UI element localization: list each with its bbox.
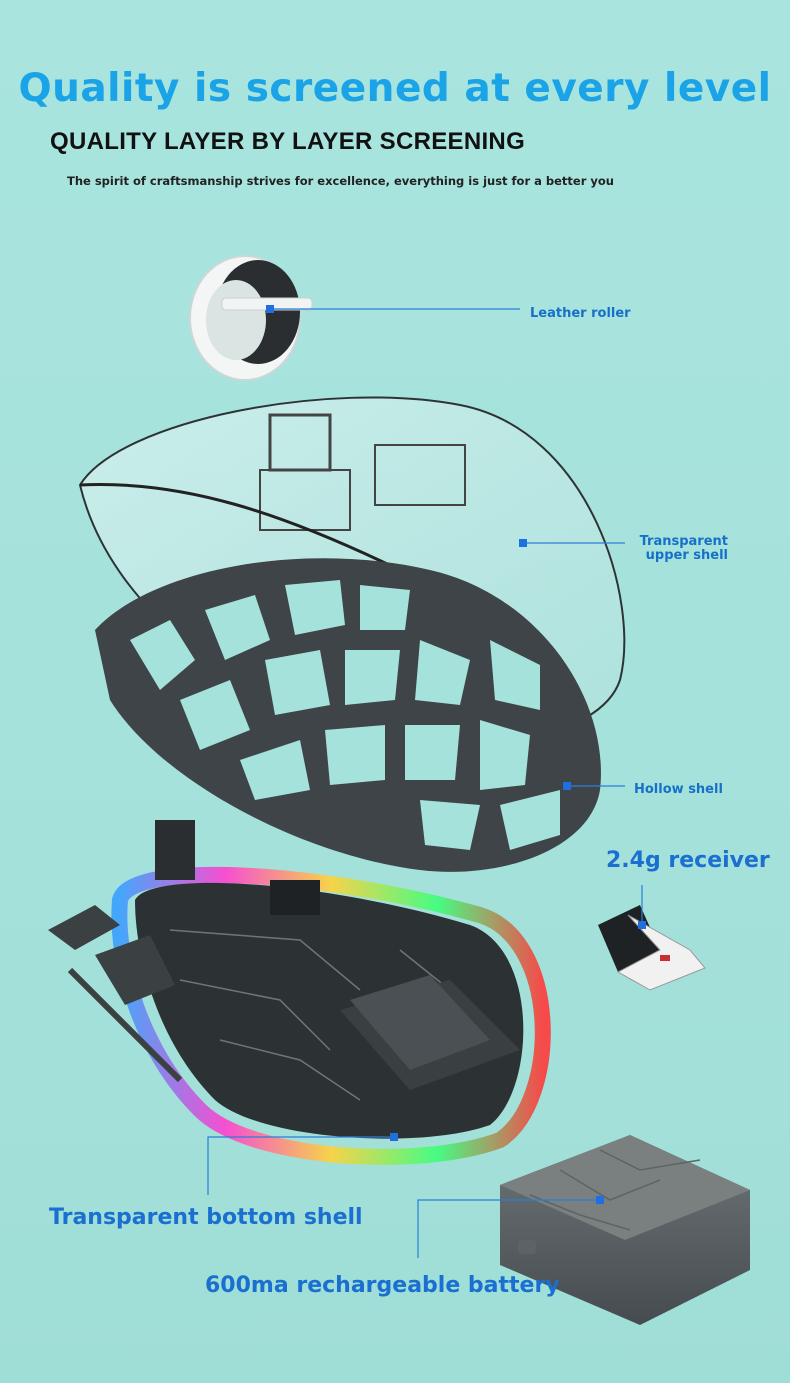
scroll-wheel-icon xyxy=(189,255,313,381)
usb-receiver-icon xyxy=(598,905,706,991)
callout-battery: 600ma rechargeable battery xyxy=(205,1273,560,1298)
battery-pack-icon xyxy=(500,1135,750,1325)
callout-upper-shell-line1: Transparent xyxy=(639,534,728,549)
callout-leather-roller: Leather roller xyxy=(530,306,631,321)
callout-upper-shell-line2: upper shell xyxy=(645,548,728,563)
callout-bottom-shell: Transparent bottom shell xyxy=(49,1205,363,1230)
callout-hollow-shell: Hollow shell xyxy=(634,782,723,797)
callout-receiver: 2.4g receiver xyxy=(606,848,770,873)
callout-leaders xyxy=(207,305,646,1258)
hollow-shell xyxy=(95,558,601,872)
callout-upper-shell: Transparent upper shell xyxy=(628,535,728,563)
subheadline: QUALITY LAYER BY LAYER SCREENING xyxy=(50,128,526,155)
tagline: The spirit of craftsmanship strives for … xyxy=(67,174,614,188)
headline: Quality is screened at every level xyxy=(18,66,772,111)
transparent-bottom-shell xyxy=(111,820,551,1165)
side-buttons xyxy=(48,905,183,1083)
